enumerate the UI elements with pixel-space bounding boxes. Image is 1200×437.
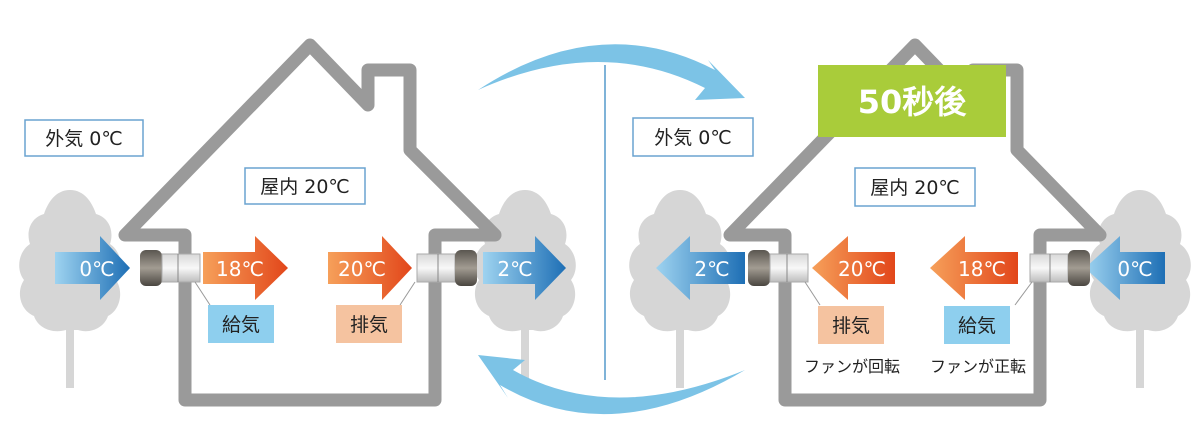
temp-intake-inside-left: 18℃ <box>216 257 264 281</box>
arrow-cold-in-left <box>55 236 130 300</box>
time-badge <box>818 65 1006 137</box>
indoor-label-box-right <box>854 167 976 207</box>
ventilation-unit-exhaust-right <box>748 250 809 286</box>
ventilation-unit-supply-right <box>1029 250 1090 286</box>
cycle-arrow-bottom <box>478 355 745 415</box>
arrow-cold-out-right <box>656 236 745 300</box>
supply-tag-label-right: 給気 <box>958 315 996 337</box>
tree-icon <box>1089 190 1191 388</box>
outdoor-label-right: 外気 0℃ <box>654 127 731 149</box>
exhaust-tag-right <box>818 306 884 344</box>
exhaust-tag-label-right: 排気 <box>832 315 870 337</box>
arrow-cold-out-left <box>483 236 566 300</box>
temp-exhaust-outside-right: 2℃ <box>694 257 729 281</box>
indoor-label-right: 屋内 20℃ <box>870 177 960 199</box>
outdoor-label-left: 外気 0℃ <box>45 128 122 150</box>
supply-tag-right <box>944 306 1010 344</box>
temp-intake-inside-right: 18℃ <box>958 257 1006 281</box>
supply-tag-label-left: 給気 <box>222 314 260 336</box>
exhaust-tag-left <box>336 305 402 343</box>
arrow-warm-exhaust-left <box>328 236 412 300</box>
cycle-arrow-top <box>478 44 745 100</box>
exhaust-tag-label-left: 排気 <box>350 314 388 336</box>
arrow-warm-exhaust-right <box>812 236 895 300</box>
temp-exhaust-inside-right: 20℃ <box>838 257 886 281</box>
outdoor-label-box-left <box>24 119 144 157</box>
temp-intake-outside-right: 0℃ <box>1117 257 1152 281</box>
indoor-label-left: 屋内 20℃ <box>260 176 350 198</box>
house-outline-left <box>118 38 502 407</box>
exhaust-note-right: ファンが回転 <box>804 357 900 376</box>
outdoor-label-box-right <box>632 117 754 157</box>
indoor-label-box-left <box>244 167 366 205</box>
arrow-cold-in-right <box>1085 236 1165 300</box>
time-badge-label: 50秒後 <box>858 83 968 121</box>
ventilation-unit-supply-left <box>140 250 201 286</box>
arrow-warm-supply-left <box>203 236 288 300</box>
supply-note-right: ファンが正転 <box>930 357 1026 376</box>
temp-intake-outside-left: 0℃ <box>79 257 114 281</box>
supply-tag-left <box>208 305 274 343</box>
temp-exhaust-inside-left: 20℃ <box>338 257 386 281</box>
temp-exhaust-outside-left: 2℃ <box>497 257 532 281</box>
arrow-warm-supply-right <box>930 236 1018 300</box>
ventilation-unit-exhaust-left <box>416 250 477 286</box>
